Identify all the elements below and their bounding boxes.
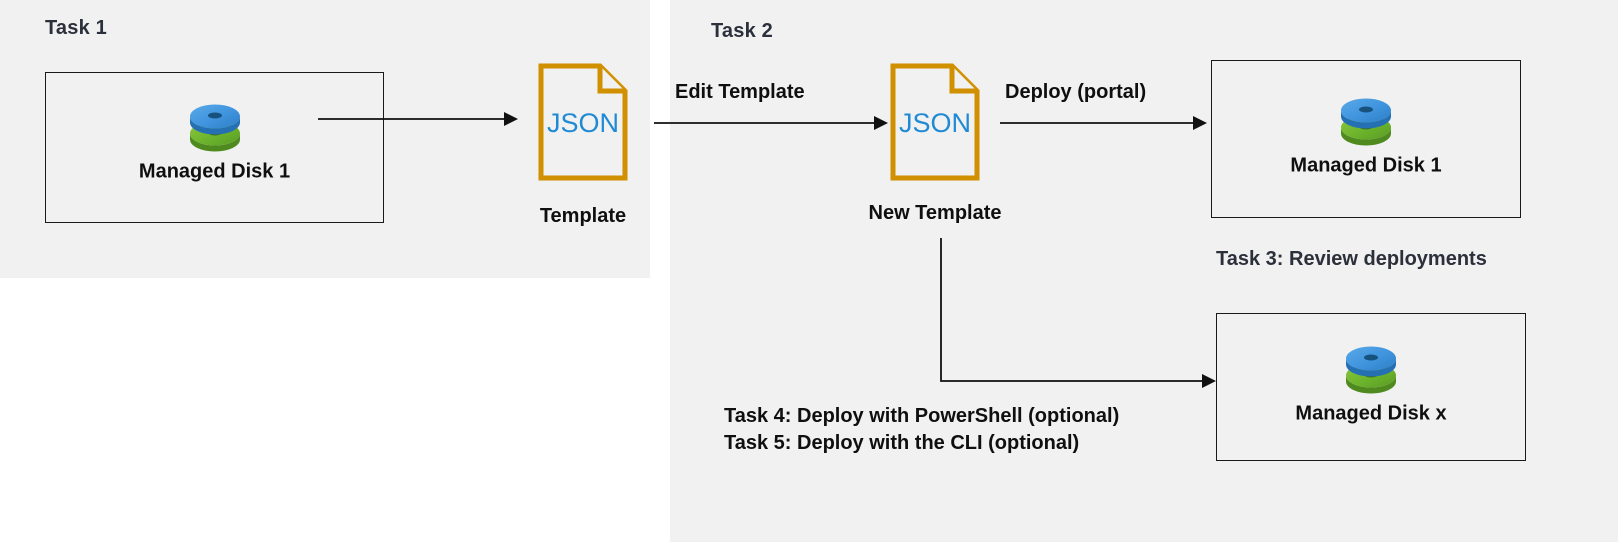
managed-disk-1-label: Managed Disk 1 bbox=[138, 160, 291, 183]
task4-task5-notes: Task 4: Deploy with PowerShell (optional… bbox=[724, 403, 1119, 457]
arrow-disk-to-template bbox=[318, 112, 518, 126]
new-template-caption: New Template bbox=[868, 202, 1002, 224]
task3-note: Task 3: Review deployments bbox=[1216, 248, 1487, 270]
box-content: Managed Disk x bbox=[1217, 343, 1525, 426]
edit-template-label: Edit Template bbox=[675, 81, 805, 103]
box-content: Managed Disk 1 bbox=[46, 100, 383, 183]
task1-heading: Task 1 bbox=[45, 17, 107, 39]
managed-disk-1-box-task1[interactable]: Managed Disk 1 bbox=[45, 72, 384, 223]
managed-disk-icon bbox=[1346, 346, 1396, 394]
task2-heading: Task 2 bbox=[711, 20, 773, 42]
managed-disk-icon bbox=[1341, 98, 1391, 146]
json-document-icon-new-template[interactable]: JSON bbox=[890, 63, 980, 181]
box-content: Managed Disk 1 bbox=[1212, 94, 1520, 177]
json-doc-text: JSON bbox=[899, 108, 971, 138]
managed-disk-1-label: Managed Disk 1 bbox=[1290, 154, 1442, 177]
json-doc-text: JSON bbox=[547, 108, 619, 138]
managed-disk-x-box[interactable]: Managed Disk x bbox=[1216, 313, 1526, 461]
arrow-new-template-to-managed-disk-x bbox=[940, 238, 1216, 388]
arrow-edit-template bbox=[654, 116, 888, 130]
json-document-icon-template[interactable]: JSON bbox=[538, 63, 628, 181]
arrow-deploy-portal bbox=[1000, 116, 1207, 130]
template-caption: Template bbox=[539, 205, 627, 227]
managed-disk-icon bbox=[189, 104, 240, 152]
task5-note: Task 5: Deploy with the CLI (optional) bbox=[724, 432, 1080, 454]
managed-disk-1-box-task3[interactable]: Managed Disk 1 bbox=[1211, 60, 1521, 218]
task4-note: Task 4: Deploy with PowerShell (optional… bbox=[724, 405, 1120, 427]
deploy-portal-label: Deploy (portal) bbox=[1005, 81, 1147, 103]
managed-disk-x-label: Managed Disk x bbox=[1295, 402, 1447, 425]
